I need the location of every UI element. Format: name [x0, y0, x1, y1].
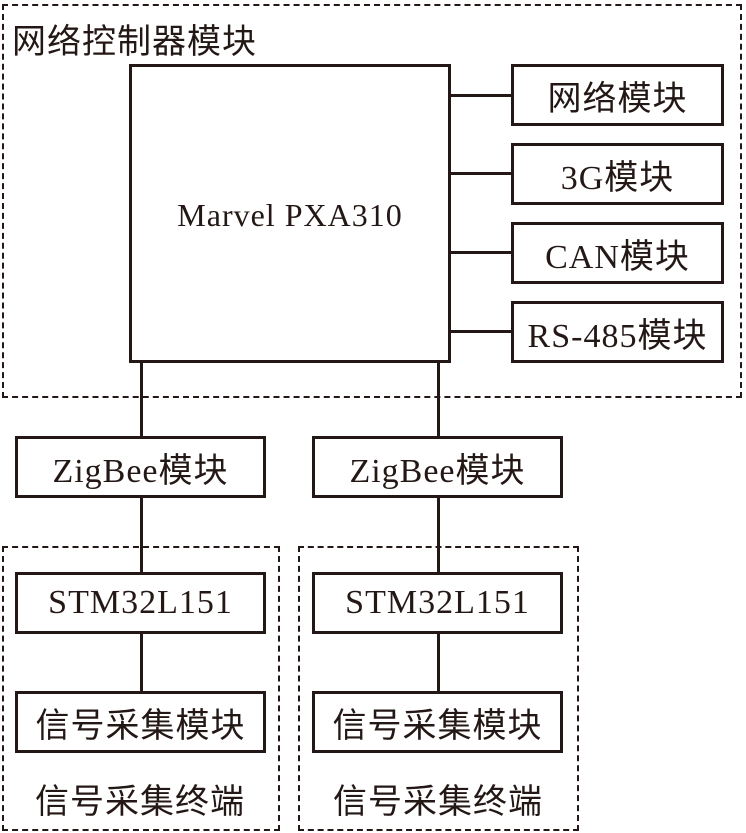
connector-rs485-module [450, 330, 513, 333]
terminal-title-left: 信号采集终端 [35, 782, 245, 822]
acquisition-module-left: 信号采集模块 [15, 691, 266, 753]
network-controller-title: 网络控制器模块 [12, 22, 257, 62]
can-module-box: CAN模块 [511, 222, 724, 284]
link-zigbee-stm-left [140, 497, 143, 574]
rs485-module-box: RS-485模块 [511, 301, 724, 363]
mcu-box-left: STM32L151 [15, 572, 266, 634]
connector-can-module [450, 251, 513, 254]
terminal-group-right [298, 546, 579, 831]
link-cpu-zigbee-right [437, 362, 440, 438]
cpu-label: Marvel PXA310 [177, 197, 403, 233]
terminal-group-left [2, 546, 280, 831]
network-module-box: 网络模块 [511, 64, 724, 126]
cpu-box: Marvel PXA310 [129, 64, 451, 363]
connector-3g-module [450, 172, 513, 175]
connector-network-module [450, 94, 513, 97]
link-zigbee-stm-right [437, 497, 440, 574]
terminal-title-right: 信号采集终端 [333, 782, 543, 822]
zigbee-module-right: ZigBee模块 [312, 436, 563, 498]
network-controller-group [2, 4, 742, 398]
zigbee-module-left: ZigBee模块 [15, 436, 266, 498]
link-stm-acq-left [140, 633, 143, 693]
acquisition-module-right: 信号采集模块 [312, 691, 563, 753]
mcu-box-right: STM32L151 [312, 572, 563, 634]
link-cpu-zigbee-left [140, 362, 143, 438]
3g-module-box: 3G模块 [511, 143, 724, 205]
link-stm-acq-right [437, 633, 440, 693]
